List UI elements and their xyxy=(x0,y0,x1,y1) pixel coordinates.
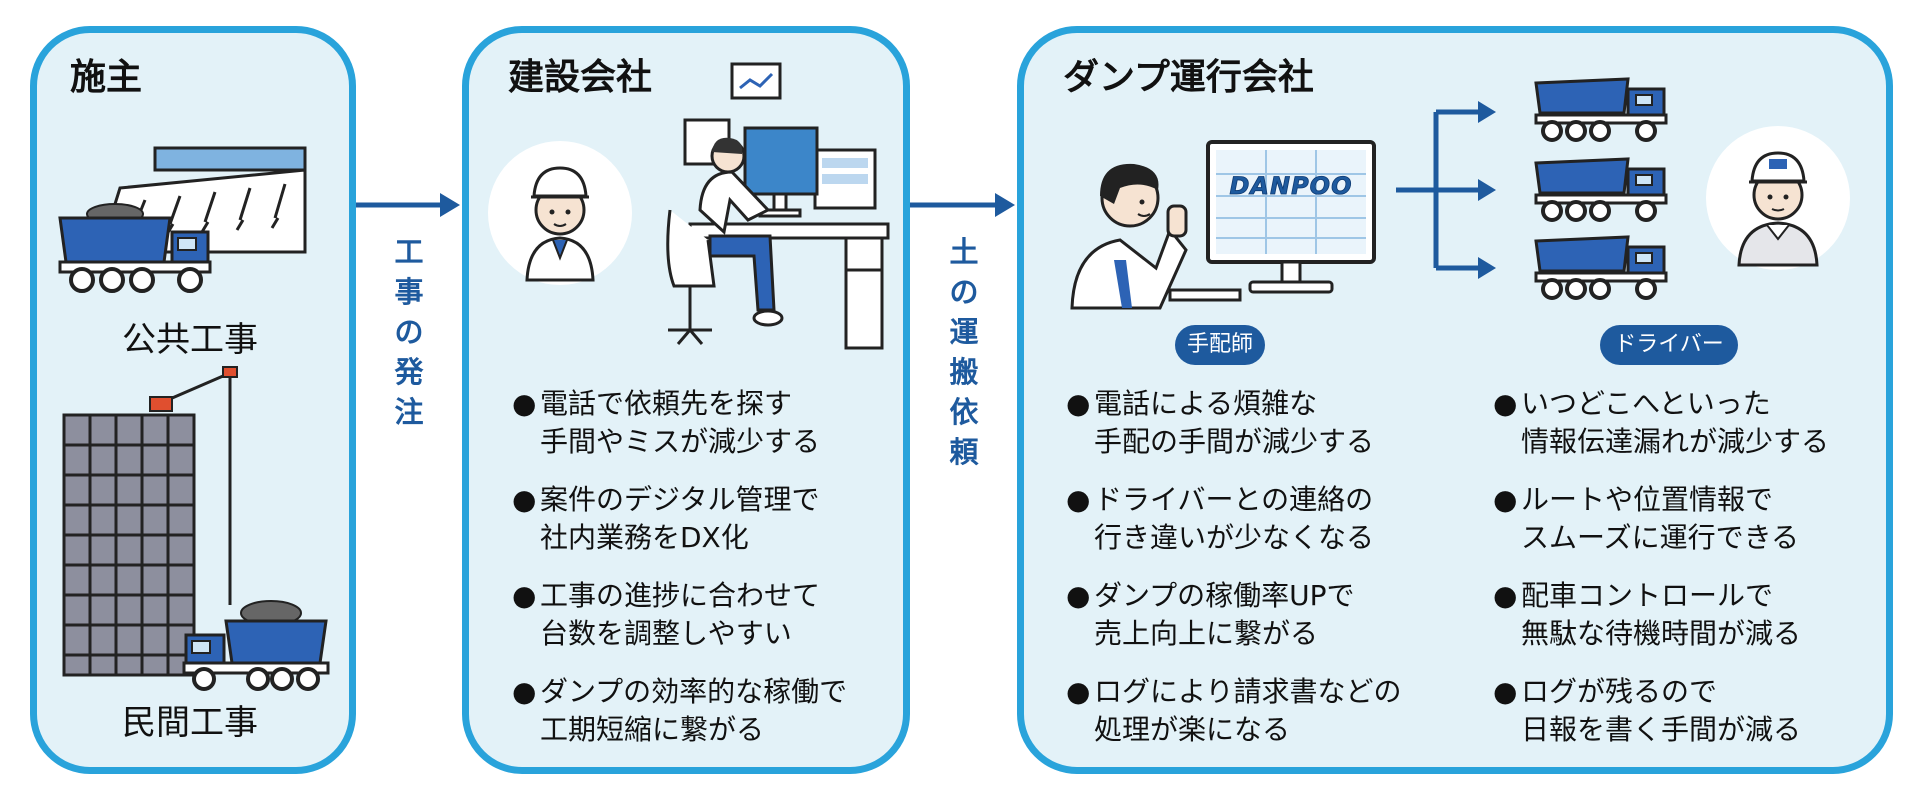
dump-truck-icon xyxy=(1534,77,1668,142)
contractor-avatar xyxy=(488,141,632,285)
dump-company-title: ダンプ運行会社 xyxy=(1063,57,1314,98)
dump-truck-fleet xyxy=(1534,77,1668,300)
driver-badge: ドライバー xyxy=(1600,325,1738,365)
public-works-label: 公共工事 xyxy=(122,320,258,360)
list-item: ●電話で依頼先を探す手間やミスが減少する xyxy=(512,387,821,458)
driver-avatar xyxy=(1706,126,1850,270)
list-item: ●ドライバーとの連絡の行き違いが少なくなる xyxy=(1066,483,1375,554)
dispatcher-illustration xyxy=(1070,140,1376,310)
private-works-illustration xyxy=(62,366,330,691)
transport-request-arrow xyxy=(910,193,1015,217)
owner-title: 施主 xyxy=(70,57,143,98)
private-works-label: 民間工事 xyxy=(122,703,258,743)
dump-truck-icon xyxy=(1534,157,1668,222)
general-contractor-title: 建設会社 xyxy=(508,57,653,98)
dispatch-branch-arrows xyxy=(1396,101,1496,279)
order-label: 工事の発注 xyxy=(394,235,424,429)
list-item: ●ルートや位置情報でスムーズに運行できる xyxy=(1493,483,1800,554)
office-worker-illustration xyxy=(666,62,890,350)
transport-request-label: 土の運搬依頼 xyxy=(949,235,979,469)
dump-truck-icon xyxy=(58,203,212,293)
list-item: ●ログが残るので日報を書く手間が減る xyxy=(1493,675,1802,746)
order-arrow xyxy=(356,193,460,217)
list-item: ●いつどこへといった情報伝達漏れが減少する xyxy=(1493,387,1830,458)
list-item: ●ダンプの効率的な稼働で工期短縮に繋がる xyxy=(512,675,848,746)
public-works-illustration xyxy=(58,146,307,293)
danpoo-logo: DANPOO xyxy=(1229,172,1353,201)
list-item: ●工事の進捗に合わせて台数を調整しやすい xyxy=(512,579,821,650)
list-item: ●電話による煩雑な手配の手間が減少する xyxy=(1066,387,1375,458)
list-item: ●配車コントロールで無駄な待機時間が減る xyxy=(1493,579,1802,650)
dispatcher-badge: 手配師 xyxy=(1175,325,1265,365)
dispatcher-benefit-list: ●電話による煩雑な手配の手間が減少する ●ドライバーとの連絡の行き違いが少なくな… xyxy=(1066,385,1401,769)
contractor-benefit-list: ●電話で依頼先を探す手間やミスが減少する ●案件のデジタル管理で社内業務をDX化… xyxy=(512,385,847,769)
dump-truck-icon xyxy=(1534,235,1668,300)
driver-benefit-list: ●いつどこへといった情報伝達漏れが減少する ●ルートや位置情報でスムーズに運行で… xyxy=(1493,385,1829,769)
list-item: ●案件のデジタル管理で社内業務をDX化 xyxy=(512,483,820,554)
dump-truck-icon xyxy=(182,600,330,691)
list-item: ●ダンプの稼働率UPで売上向上に繋がる xyxy=(1066,579,1355,650)
list-item: ●ログにより請求書などの処理が楽になる xyxy=(1066,675,1402,746)
